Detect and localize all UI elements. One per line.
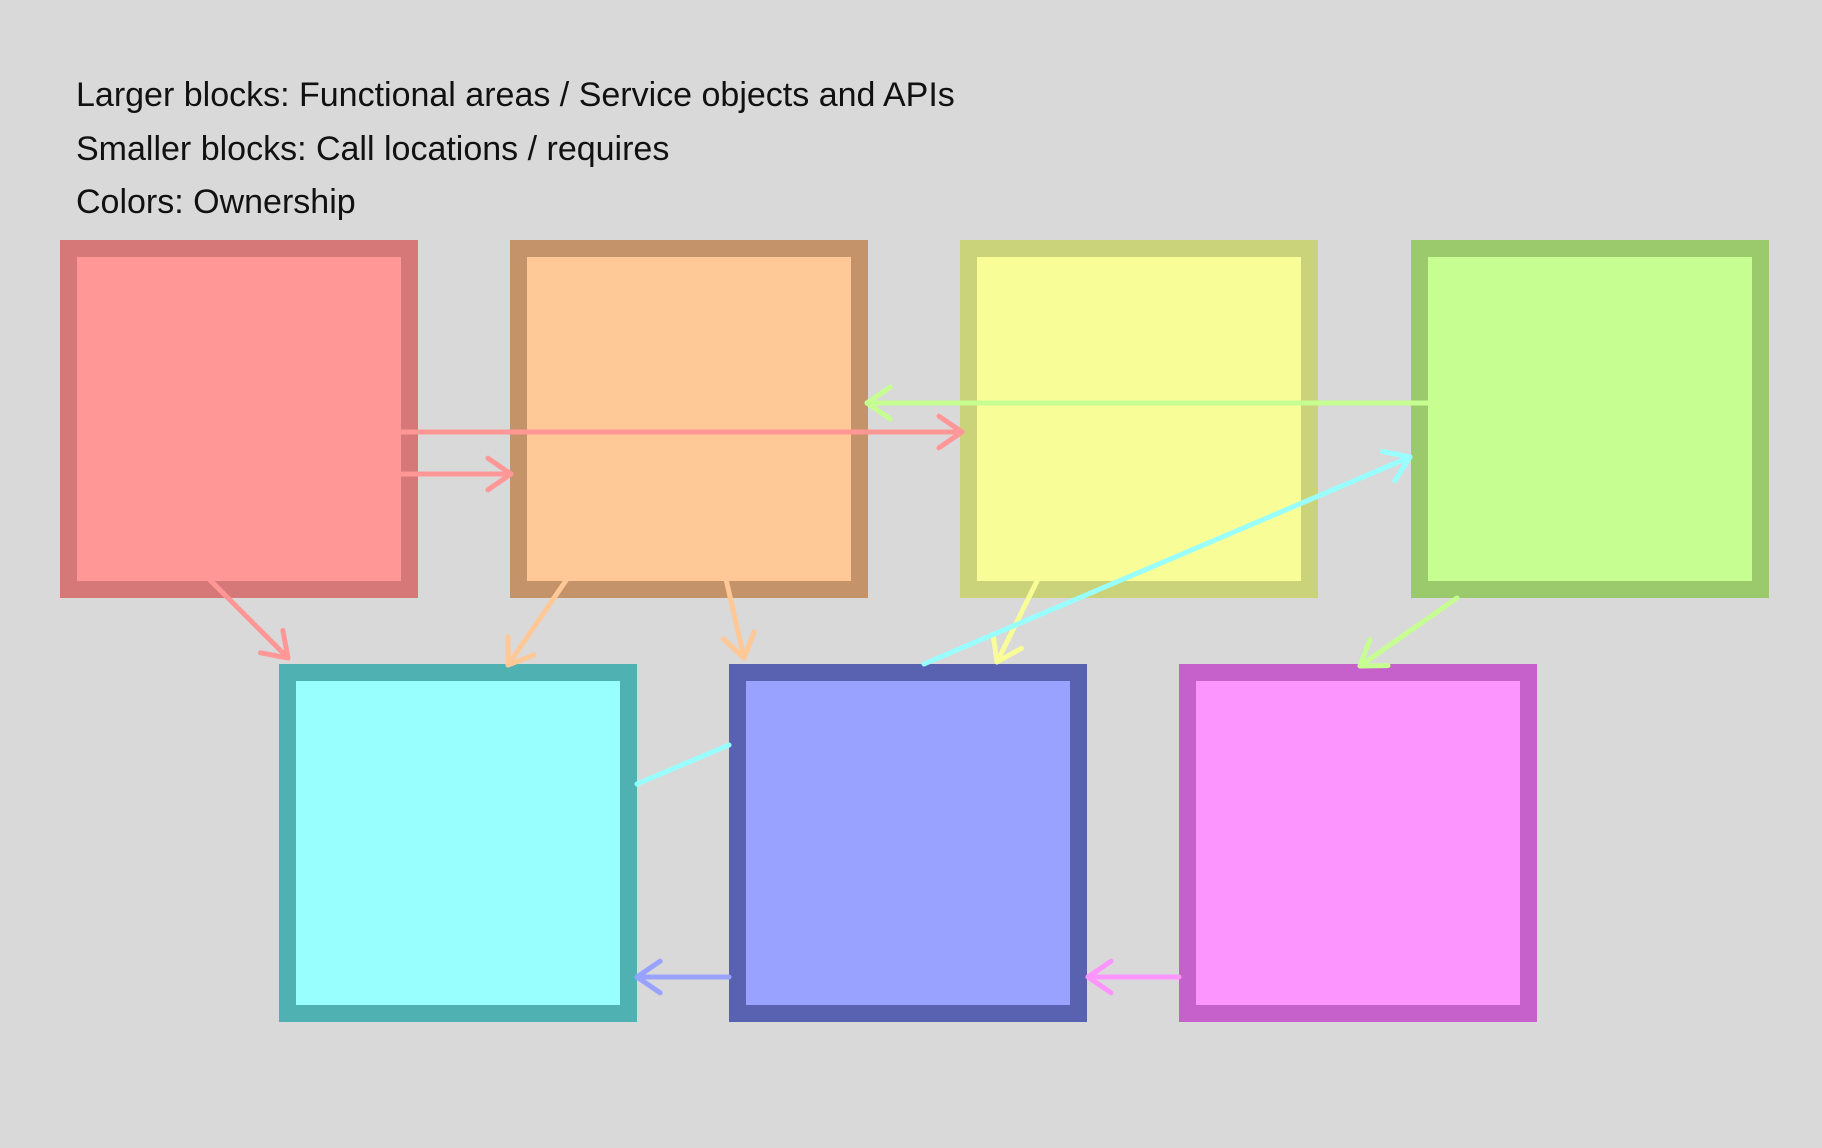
- arrowhead-icon: [720, 629, 757, 661]
- block-magenta[interactable]: [1179, 664, 1537, 1022]
- arrowhead-icon: [936, 413, 965, 451]
- arrow-red-to-orange: [398, 455, 514, 493]
- arrowhead-icon: [864, 384, 893, 422]
- block-blue[interactable]: [729, 664, 1087, 1022]
- block-cyan[interactable]: [279, 664, 637, 1022]
- arrowhead-icon: [1357, 637, 1391, 669]
- arrow-magenta-to-blue: [1085, 958, 1182, 996]
- arrow-red-to-cyan: [206, 576, 291, 661]
- arrowhead-icon: [485, 455, 514, 493]
- arrow-red-to-yellow: [398, 413, 965, 451]
- arrow-green-to-orange: [864, 384, 1432, 422]
- block-yellow[interactable]: [960, 240, 1318, 598]
- arrowhead-icon: [257, 627, 291, 661]
- block-orange[interactable]: [510, 240, 868, 598]
- arrow-cyan-segment: [634, 742, 732, 787]
- arrow-orange-to-blue: [720, 576, 757, 661]
- arrow-orange-to-cyan: [505, 576, 570, 668]
- arrowhead-icon: [505, 634, 537, 668]
- arrow-green-to-magenta: [1357, 595, 1460, 669]
- arrowhead-icon: [1085, 958, 1114, 996]
- arrowhead-icon: [990, 631, 1024, 665]
- legend-line-colors: Colors: Ownership: [76, 183, 356, 221]
- legend-line-blocks-small: Smaller blocks: Call locations / require…: [76, 130, 670, 168]
- arrowhead-icon: [634, 958, 663, 996]
- block-green[interactable]: [1411, 240, 1769, 598]
- arrowhead-icon: [1380, 449, 1413, 484]
- arrow-blue-to-cyan: [634, 958, 732, 996]
- block-red[interactable]: [60, 240, 418, 598]
- arrow-yellow-to-blue: [990, 576, 1041, 665]
- arrow-cyan-to-green: [921, 449, 1413, 667]
- legend-line-blocks-large: Larger blocks: Functional areas / Servic…: [76, 76, 955, 114]
